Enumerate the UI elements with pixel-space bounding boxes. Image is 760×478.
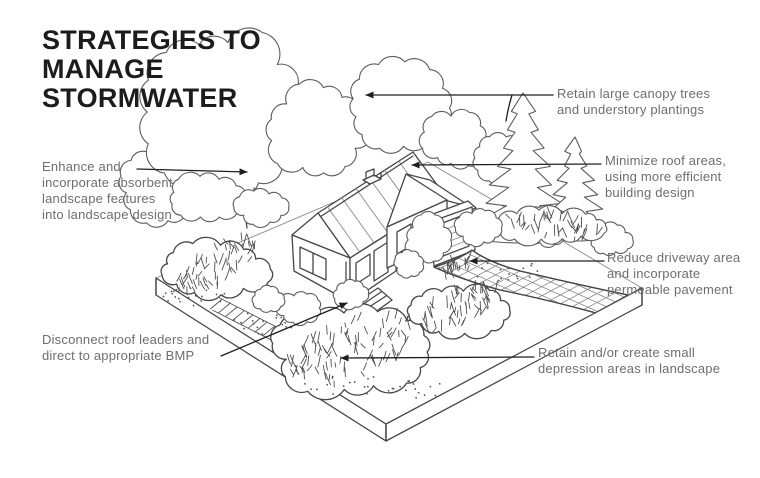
understory-shrub	[169, 171, 247, 223]
left-window	[299, 246, 327, 281]
annotation-disconnect-roof-leaders: Disconnect roof leaders and direct to ap…	[42, 332, 210, 363]
foundation-plantings	[251, 210, 472, 327]
deciduous-tree	[418, 108, 489, 170]
lot-base-front	[155, 277, 643, 442]
front-shrub	[332, 278, 370, 311]
leader-disconnect-roof	[220, 302, 348, 357]
leader-canopy-branch	[505, 94, 513, 122]
front-door	[373, 241, 389, 282]
depression-stipple	[304, 375, 395, 395]
depression-grasses	[286, 307, 411, 388]
lawn-stipple	[476, 262, 539, 282]
driveway-edges	[433, 249, 629, 314]
deciduous-tree	[265, 79, 374, 177]
front-window	[355, 253, 371, 285]
base-corners	[155, 277, 643, 442]
annotation-retain-depression-areas: Retain and/or create small depression ar…	[538, 345, 721, 376]
front-shrub	[393, 249, 425, 279]
front-tree	[404, 210, 453, 264]
lawn-stipple	[399, 379, 441, 399]
annotation-minimize-roof-areas: Minimize roof areas, using more efficien…	[605, 153, 727, 200]
shrub	[453, 208, 503, 248]
canopy-trees	[118, 27, 634, 257]
front-shrub	[251, 284, 286, 313]
apron-grasses	[442, 251, 472, 280]
hedge-row	[491, 205, 608, 247]
leader-minimize-roof	[411, 161, 602, 169]
depression-grasses-right	[422, 279, 498, 334]
depression-bed	[270, 303, 431, 401]
hedge-texture	[505, 206, 603, 242]
page-title: STRATEGIES TO MANAGE STORMWATER	[42, 25, 261, 113]
bioswale-stipple	[162, 287, 228, 307]
annotation-enhance-landscape: Enhance and incorporate absorbent landsc…	[42, 159, 173, 222]
leader-enhance-landscape	[136, 168, 248, 176]
roof-vent	[362, 168, 382, 185]
landscape-beds	[160, 205, 608, 401]
bioswale-grasses	[176, 232, 256, 296]
understory-shrub	[232, 187, 290, 228]
annotation-retain-canopy-trees: Retain large canopy trees and understory…	[557, 86, 711, 117]
annotation-reduce-driveway-area: Reduce driveway area and incorporate per…	[607, 250, 741, 297]
roof-ridge	[319, 155, 414, 218]
leader-retain-depression	[340, 354, 535, 362]
leader-lines	[136, 91, 605, 362]
roof-shading	[327, 160, 433, 253]
